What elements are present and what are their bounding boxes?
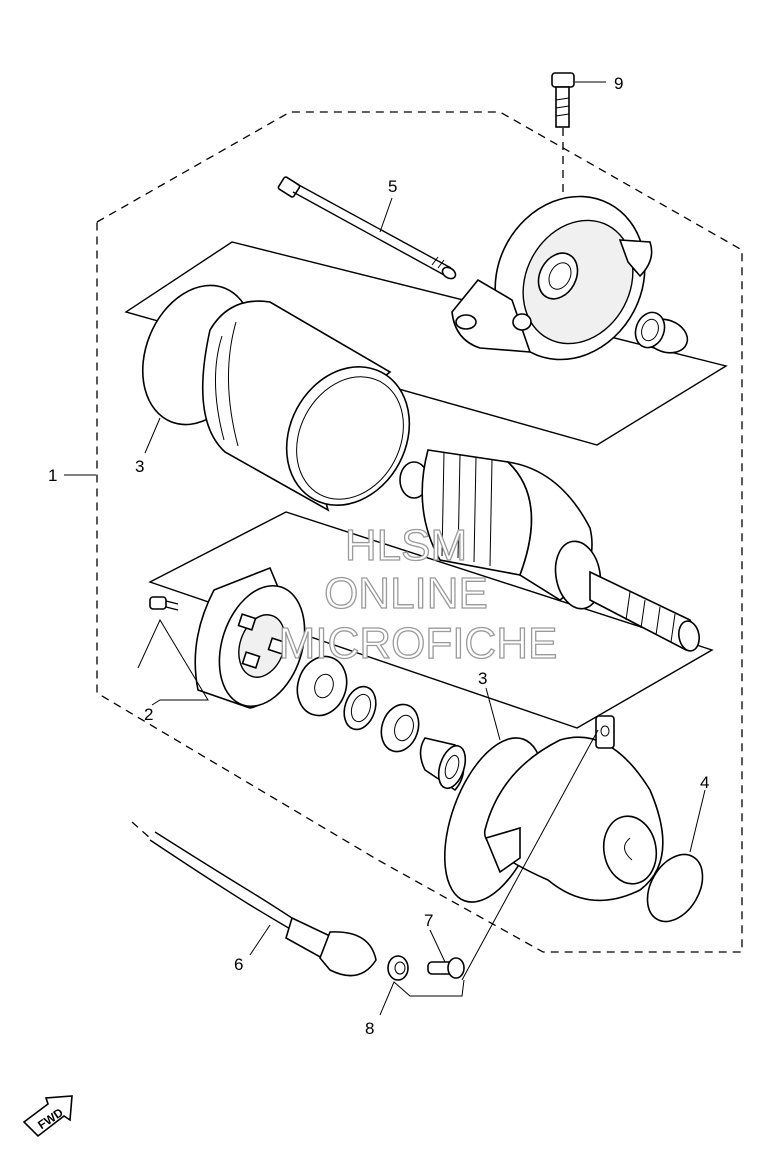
watermark-line-1: HLSM [345,521,467,570]
front-cover [483,715,664,902]
callout-2: 2 [144,705,153,724]
leader-6 [249,924,271,956]
callout-5: 5 [388,177,397,196]
watermark-line-3: MICROFICHE [279,619,558,668]
fwd-arrow-icon: FWD [22,1095,73,1138]
bolt-part-9 [551,72,575,128]
leader-4 [689,789,706,853]
terminal-link [461,729,599,981]
callout-4: 4 [700,773,709,792]
needle-bushing [419,737,467,792]
yoke-housing [201,300,411,512]
washer-small [343,685,377,731]
callout-1: 1 [48,466,57,485]
rear-end-cover [451,195,653,361]
callout-6: 6 [234,955,243,974]
washer-large [296,655,348,717]
rear-bushing [634,311,689,354]
leader-3-upper [144,417,161,454]
terminal-bolt-part-7 [427,957,465,979]
callout-7: 7 [424,911,433,930]
brush-holder-part-2 [194,566,306,709]
brush-screws [149,596,179,611]
callout-3-upper: 3 [135,457,144,476]
leader-7 [429,929,446,963]
assembly-boundary [96,111,743,953]
leader-3-lower [485,687,501,741]
armature [399,449,700,652]
callout-8: 8 [365,1019,374,1038]
watermark-line-2: ONLINE [324,569,488,618]
callout-9: 9 [614,74,623,93]
rear-group-plane [124,241,728,446]
leader-2 [137,618,209,706]
o-ring-part-4 [646,853,704,923]
callout-3-lower: 3 [478,669,487,688]
leader-5 [379,197,393,233]
nut-part-8 [387,955,409,981]
bearing [380,703,420,753]
through-bolt-part-5 [277,176,457,280]
front-group-plane [148,511,714,729]
cable-dash [131,821,151,839]
leader-8 [379,979,465,1016]
cable-part-6 [149,831,377,977]
